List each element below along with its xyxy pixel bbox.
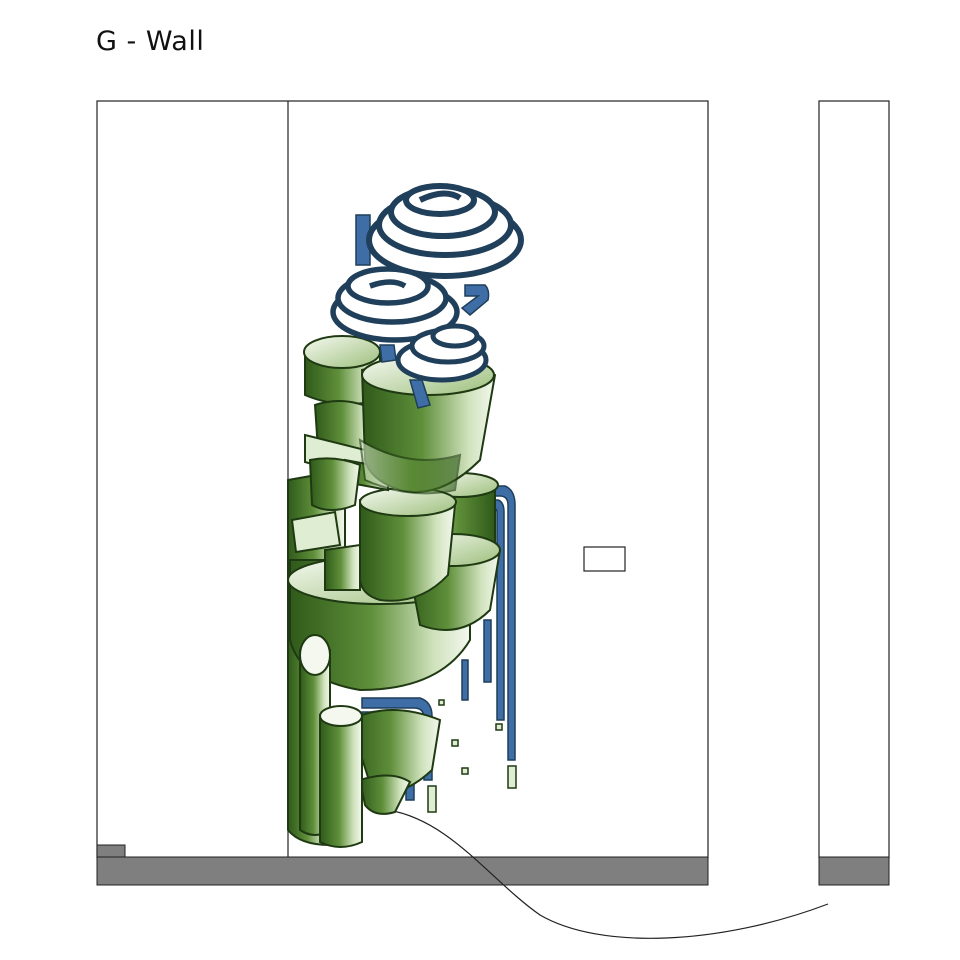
side-floor-strip — [818, 856, 890, 886]
side-wall-panel — [818, 100, 890, 859]
green-tower-mural — [287, 183, 524, 848]
power-cable — [387, 809, 829, 939]
page-title: G - Wall — [96, 26, 205, 57]
blue-pipes-top — [355, 214, 490, 409]
ring-disc-top — [366, 183, 524, 279]
small-floating-blocks — [427, 699, 517, 813]
baseboard-block — [96, 844, 126, 859]
floor-strip — [96, 856, 709, 886]
ring-disc-small — [395, 323, 489, 383]
wall-switch-box — [583, 546, 626, 572]
ring-disc-middle — [330, 266, 460, 343]
